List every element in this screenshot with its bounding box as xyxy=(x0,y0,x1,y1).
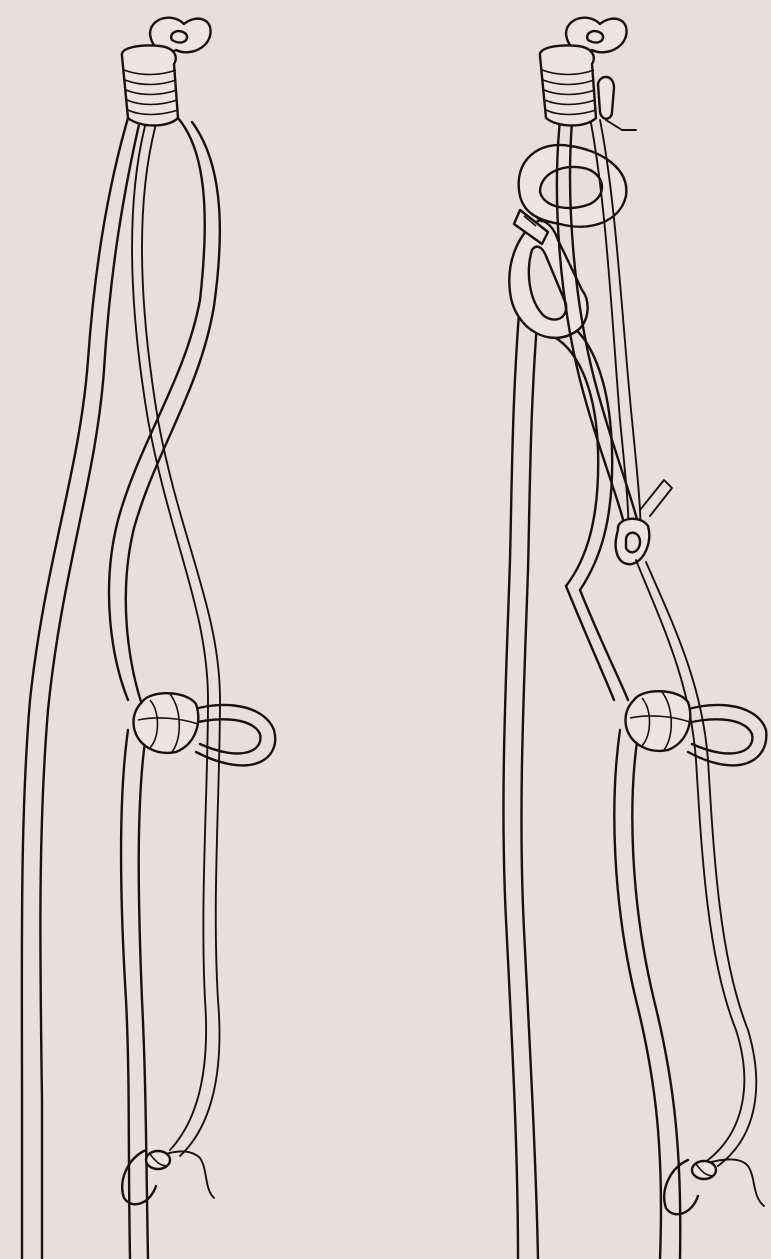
right-top-anchor xyxy=(540,18,636,130)
right-lower-rope xyxy=(566,586,680,1259)
left-rope-setup xyxy=(22,18,275,1259)
right-rope-setup xyxy=(503,18,766,1259)
left-top-anchor xyxy=(122,18,211,126)
left-middle-knot xyxy=(133,693,275,765)
left-lower-rope xyxy=(121,730,148,1259)
left-bottom-hook xyxy=(122,1150,214,1204)
right-twisted-cord xyxy=(636,560,756,1166)
right-upper-strands xyxy=(557,118,642,540)
right-main-rope xyxy=(503,300,612,1259)
left-main-rope xyxy=(22,118,220,1259)
right-cord-clip xyxy=(616,480,672,564)
left-twisted-cord xyxy=(132,122,220,1156)
